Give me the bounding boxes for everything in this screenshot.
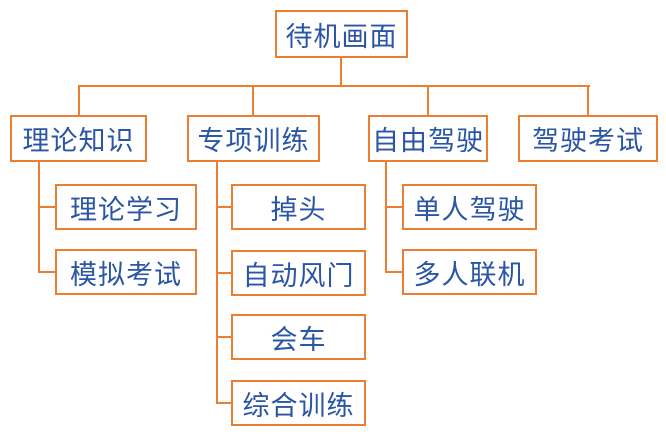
node-auto-throttle: 自动风门 — [231, 250, 366, 296]
node-multiplayer: 多人联机 — [402, 249, 537, 295]
node-special-training: 专项训练 — [187, 115, 320, 162]
node-theory-knowledge: 理论知识 — [10, 115, 147, 162]
node-standby-screen: 待机画面 — [275, 10, 408, 58]
node-vehicle-meeting: 会车 — [231, 314, 366, 360]
node-theory-study: 理论学习 — [55, 184, 197, 230]
connector-stub-u-turn — [216, 206, 231, 208]
connector-stub-multiplayer — [385, 271, 402, 273]
connector-drop-special-training — [252, 85, 254, 115]
connector-drop-theory-knowledge — [78, 85, 80, 115]
node-u-turn: 掉头 — [231, 184, 366, 230]
node-single-driving: 单人驾驶 — [402, 184, 537, 230]
connector-root-trunk — [340, 58, 342, 86]
node-driving-exam: 驾驶考试 — [518, 115, 658, 162]
node-mock-exam: 模拟考试 — [55, 249, 197, 295]
connector-theory-knowledge-trunk — [38, 162, 40, 273]
connector-stub-vehicle-meeting — [216, 336, 231, 338]
connector-level2-horizontal — [78, 85, 590, 87]
node-comprehensive-training: 综合训练 — [231, 380, 366, 426]
connector-stub-single-driving — [385, 206, 402, 208]
connector-stub-comprehensive-training — [216, 402, 231, 404]
connector-stub-auto-throttle — [216, 272, 231, 274]
connector-special-training-trunk — [216, 162, 218, 404]
connector-stub-theory-study — [38, 206, 55, 208]
node-free-driving: 自由驾驶 — [368, 115, 488, 162]
connector-free-driving-trunk — [385, 162, 387, 273]
connector-stub-mock-exam — [38, 271, 55, 273]
connector-drop-free-driving — [427, 85, 429, 115]
connector-drop-driving-exam — [587, 85, 589, 115]
